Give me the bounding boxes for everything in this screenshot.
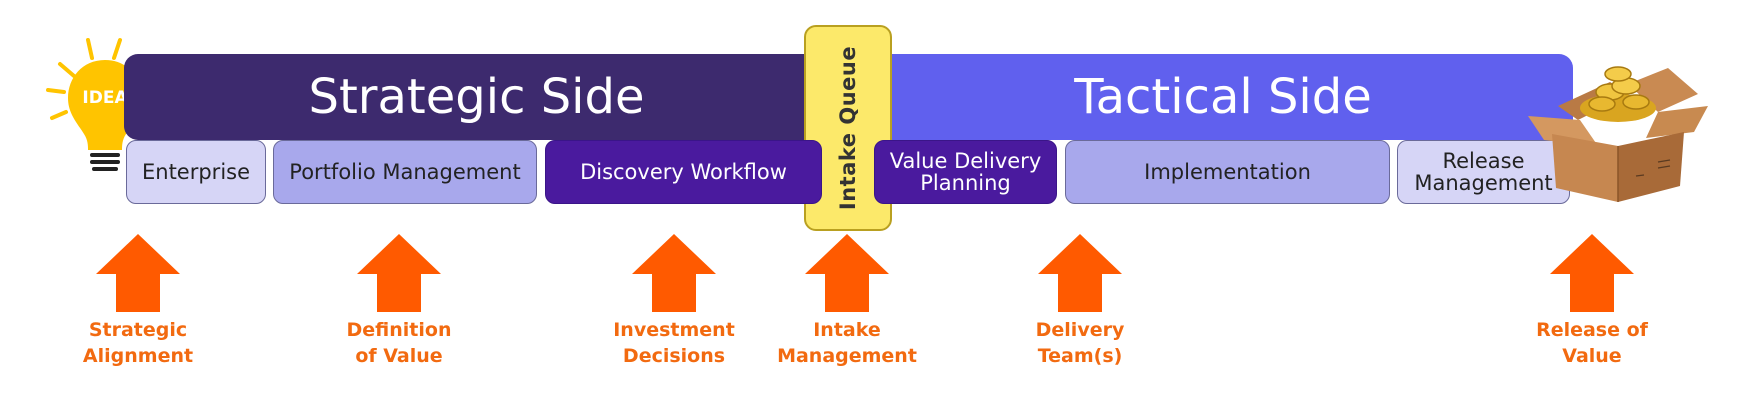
outcome-line: Intake bbox=[813, 319, 881, 341]
release-line1: Release bbox=[1442, 148, 1525, 173]
stage-portfolio-management: Portfolio Management bbox=[273, 140, 537, 204]
value-delivery-line2: Planning bbox=[920, 171, 1011, 195]
treasure-box-icon bbox=[1528, 66, 1708, 202]
up-arrow-icon bbox=[632, 234, 716, 312]
intake-queue-label: Intake Queue bbox=[836, 45, 860, 211]
release-line2: Management bbox=[1414, 171, 1553, 195]
outcome-line: Definition bbox=[346, 319, 452, 341]
outcome-line: Decisions bbox=[622, 344, 726, 367]
up-arrow-icon bbox=[96, 234, 180, 312]
outcome-delivery-teams: Delivery Team(s) bbox=[970, 318, 1190, 369]
strategic-side-banner: Strategic Side bbox=[124, 54, 829, 140]
outcome-line: Value bbox=[1562, 344, 1622, 367]
outcome-release-of-value: Release of Value bbox=[1482, 318, 1702, 369]
up-arrow-icon bbox=[805, 234, 889, 312]
outcome-line: Investment bbox=[613, 319, 735, 341]
stage-implementation: Implementation bbox=[1065, 140, 1390, 204]
outcome-line: Delivery bbox=[1035, 319, 1125, 341]
outcome-strategic-alignment: Strategic Alignment bbox=[28, 318, 248, 369]
stage-value-delivery-planning: Value Delivery Planning bbox=[874, 140, 1057, 204]
outcome-line: of Value bbox=[355, 344, 443, 367]
stage-release-management: Release Management bbox=[1397, 140, 1570, 204]
up-arrow-icon bbox=[1038, 234, 1122, 312]
idea-label: IDEA bbox=[82, 88, 128, 108]
value-delivery-line1: Value Delivery bbox=[889, 148, 1042, 173]
outcome-definition-of-value: Definition of Value bbox=[289, 318, 509, 369]
stage-discovery-workflow: Discovery Workflow bbox=[545, 140, 822, 204]
up-arrow-icon bbox=[357, 234, 441, 312]
outcome-line: Alignment bbox=[82, 344, 194, 367]
outcome-line: Team(s) bbox=[1037, 344, 1123, 367]
outcome-line: Strategic bbox=[88, 319, 188, 341]
up-arrow-icon bbox=[1550, 234, 1634, 312]
stage-enterprise: Enterprise bbox=[126, 140, 266, 204]
outcome-line: Release of bbox=[1536, 319, 1648, 341]
outcome-line: Management bbox=[777, 344, 917, 367]
tactical-side-banner: Tactical Side bbox=[873, 54, 1573, 140]
outcome-investment-decisions: Investment Decisions bbox=[564, 318, 784, 369]
outcome-intake-management: Intake Management bbox=[737, 318, 957, 369]
